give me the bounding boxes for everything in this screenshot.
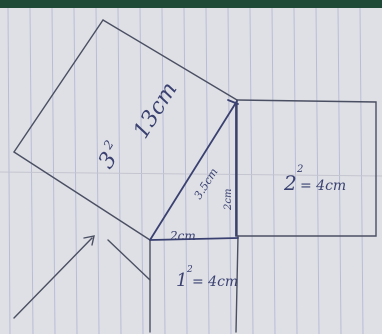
- arrow-head: [83, 235, 95, 246]
- hypotenuse: [149, 100, 238, 241]
- hypotenuse-square: [13, 19, 104, 153]
- paper: [0, 8, 382, 334]
- pen-figure: [149, 99, 239, 241]
- side-length-label: 2cm: [223, 189, 234, 211]
- right-square-label: 2: [283, 171, 297, 195]
- bottom-area-label: = 4cm: [192, 274, 238, 290]
- ruled-lines: [7, 7, 364, 334]
- hypotenuse-square-side: [13, 151, 151, 241]
- bottom-square-label: 1: [176, 270, 187, 291]
- hypotenuse-square-top: [102, 19, 238, 101]
- top-border: [0, 0, 382, 8]
- right-area-label: = 4cm: [300, 178, 346, 194]
- lower-diagonal: [13, 237, 93, 319]
- bottom-square-exponent: 2: [186, 265, 193, 275]
- base-length-label: 2cm: [169, 229, 196, 243]
- bottom-square-right: [235, 235, 239, 333]
- tick-mark: [227, 99, 239, 105]
- triangle-base: [149, 237, 239, 241]
- right-square: [236, 99, 377, 237]
- small-diagonal: [107, 239, 151, 281]
- right-square-exponent: 2: [296, 164, 303, 175]
- pencil-figure: [13, 19, 377, 333]
